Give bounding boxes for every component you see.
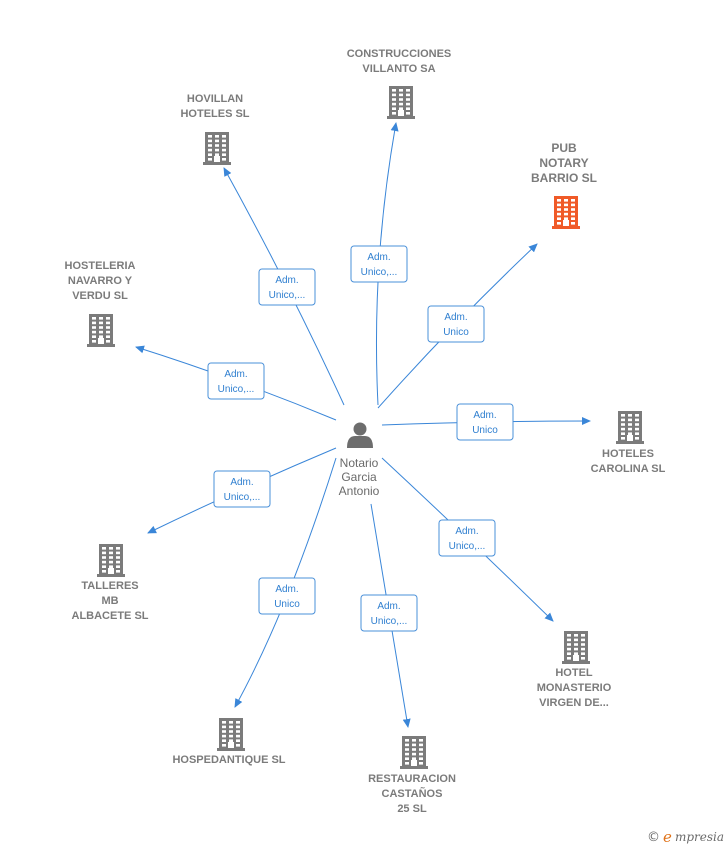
edge-hovillan-hoteles: Adm. Unico,...: [223, 167, 345, 406]
role-label-text: Adm.: [377, 601, 400, 612]
role-label-frame: [438, 519, 496, 557]
company-name-line: PUB: [551, 141, 577, 155]
nodes-layer: CONSTRUCCIONES VILLANTO SA HOVILLAN HOTELES…: [65, 48, 666, 815]
edge-talleres-mb-albacete: Adm. Unico,...: [147, 447, 337, 534]
company-name-line: 25 SL: [397, 803, 427, 815]
role-label-text: Adm.: [275, 584, 298, 595]
role-label-text: Unico: [274, 599, 300, 610]
building-icon: [400, 736, 428, 769]
role-label-text: Unico,...: [371, 616, 408, 627]
company-name-line: CASTAÑOS: [382, 787, 443, 800]
role-label-frame: [456, 403, 514, 441]
role-label-text: Adm.: [473, 410, 496, 421]
role-label-text: Adm.: [444, 312, 467, 323]
company-name-line: MB: [101, 595, 118, 607]
building-icon: [203, 132, 231, 165]
company-name-line: VERDU SL: [72, 290, 128, 302]
company-name-line: HOSTELERIA: [65, 260, 136, 272]
role-label-frame: [427, 305, 485, 343]
company-node-construcciones-villanto[interactable]: CONSTRUCCIONES VILLANTO SA: [347, 48, 452, 119]
company-name-line: HOSPEDANTIQUE SL: [172, 754, 285, 766]
company-name-line: NAVARRO Y: [68, 275, 133, 287]
role-label-frame: [360, 594, 418, 632]
edge-construcciones-villanto: Adm. Unico,...: [350, 122, 408, 406]
role-label-frame: [258, 268, 316, 306]
company-name-line: HOTELES SL: [180, 108, 249, 120]
role-label-box[interactable]: Adm. Unico,...: [213, 470, 271, 508]
company-node-hotel-monasterio[interactable]: HOTEL MONASTERIO VIRGEN DE...: [537, 631, 612, 709]
company-name-line: HOTEL: [555, 667, 593, 679]
building-icon: [87, 314, 115, 347]
role-label-text: Adm.: [230, 477, 253, 488]
role-label-text: Unico,...: [218, 384, 255, 395]
company-node-hoteles-carolina[interactable]: HOTELES CAROLINA SL: [591, 411, 666, 475]
role-label-box[interactable]: Adm. Unico,...: [258, 268, 316, 306]
edge-hospedantique: Adm. Unico: [234, 457, 337, 708]
building-icon: [97, 544, 125, 577]
company-name-line: CAROLINA SL: [591, 463, 666, 475]
company-name-line: TALLERES: [81, 580, 138, 592]
person-icon: [347, 422, 373, 448]
company-name-line: MONASTERIO: [537, 682, 612, 694]
role-label-frame: [207, 362, 265, 400]
role-label-box[interactable]: Adm. Unico,...: [207, 362, 265, 400]
edge-restauracion-castanos: Adm. Unico,...: [360, 503, 418, 728]
role-label-text: Unico,...: [449, 541, 486, 552]
person-name-line: Garcia: [341, 470, 377, 484]
company-name-line: VILLANTO SA: [362, 63, 435, 75]
brand-logo-e: e: [663, 828, 672, 846]
company-node-hospedantique[interactable]: HOSPEDANTIQUE SL: [172, 718, 286, 766]
brand-logo-text: mpresia: [674, 830, 724, 844]
company-name-line: ALBACETE SL: [72, 610, 149, 622]
company-node-hovillan-hoteles[interactable]: HOVILLAN HOTELES SL: [180, 93, 250, 165]
building-icon: [562, 631, 590, 664]
role-label-box[interactable]: Adm. Unico,...: [350, 245, 408, 283]
person-name-line: Notario: [340, 456, 379, 470]
edge-pub-notary-barrio: Adm. Unico: [377, 243, 538, 409]
role-label-box[interactable]: Adm. Unico,...: [438, 519, 496, 557]
company-name-line: CONSTRUCCIONES: [347, 48, 452, 60]
company-name-line: VIRGEN DE...: [539, 697, 609, 709]
role-label-box[interactable]: Adm. Unico: [427, 305, 485, 343]
building-icon: [552, 196, 580, 229]
edges-layer: Adm.Unico,...Adm.Unico,...Adm.UnicoAdm.U…: [135, 122, 591, 728]
edge-hotel-monasterio: Adm. Unico,...: [381, 457, 554, 622]
role-label-text: Unico,...: [269, 290, 306, 301]
role-label-box[interactable]: Adm. Unico: [456, 403, 514, 441]
company-name-line: RESTAURACION: [368, 773, 456, 785]
person-name-line: Antonio: [339, 484, 380, 498]
company-name-line: BARRIO SL: [531, 171, 597, 185]
building-icon: [616, 411, 644, 444]
company-node-restauracion-castanos[interactable]: RESTAURACION CASTAÑOS 25 SL: [368, 736, 456, 815]
role-label-text: Unico,...: [361, 267, 398, 278]
role-label-frame: [258, 577, 316, 615]
role-label-frame: [350, 245, 408, 283]
company-name-line: NOTARY: [539, 156, 588, 170]
role-label-box[interactable]: Adm. Unico,...: [360, 594, 418, 632]
building-icon: [387, 86, 415, 119]
edge-hoteles-carolina: Adm. Unico: [381, 403, 591, 441]
role-label-text: Adm.: [224, 369, 247, 380]
role-label-text: Adm.: [455, 526, 478, 537]
company-node-talleres-mb-albacete[interactable]: TALLERES MB ALBACETE SL: [72, 544, 149, 622]
company-name-line: HOTELES: [602, 448, 654, 460]
building-icon: [217, 718, 245, 751]
role-label-text: Unico: [472, 425, 498, 436]
copyright-symbol: ©: [647, 829, 661, 845]
role-label-text: Unico,...: [224, 492, 261, 503]
role-label-box[interactable]: Adm. Unico: [258, 577, 316, 615]
role-label-text: Unico: [443, 327, 469, 338]
role-label-text: Adm.: [367, 252, 390, 263]
company-name-line: HOVILLAN: [187, 93, 243, 105]
edge-hosteleria-navarro: Adm. Unico,...: [135, 345, 337, 421]
role-label-text: Adm.: [275, 275, 298, 286]
company-node-hosteleria-navarro[interactable]: HOSTELERIA NAVARRO Y VERDU SL: [65, 260, 136, 347]
role-label-frame: [213, 470, 271, 508]
